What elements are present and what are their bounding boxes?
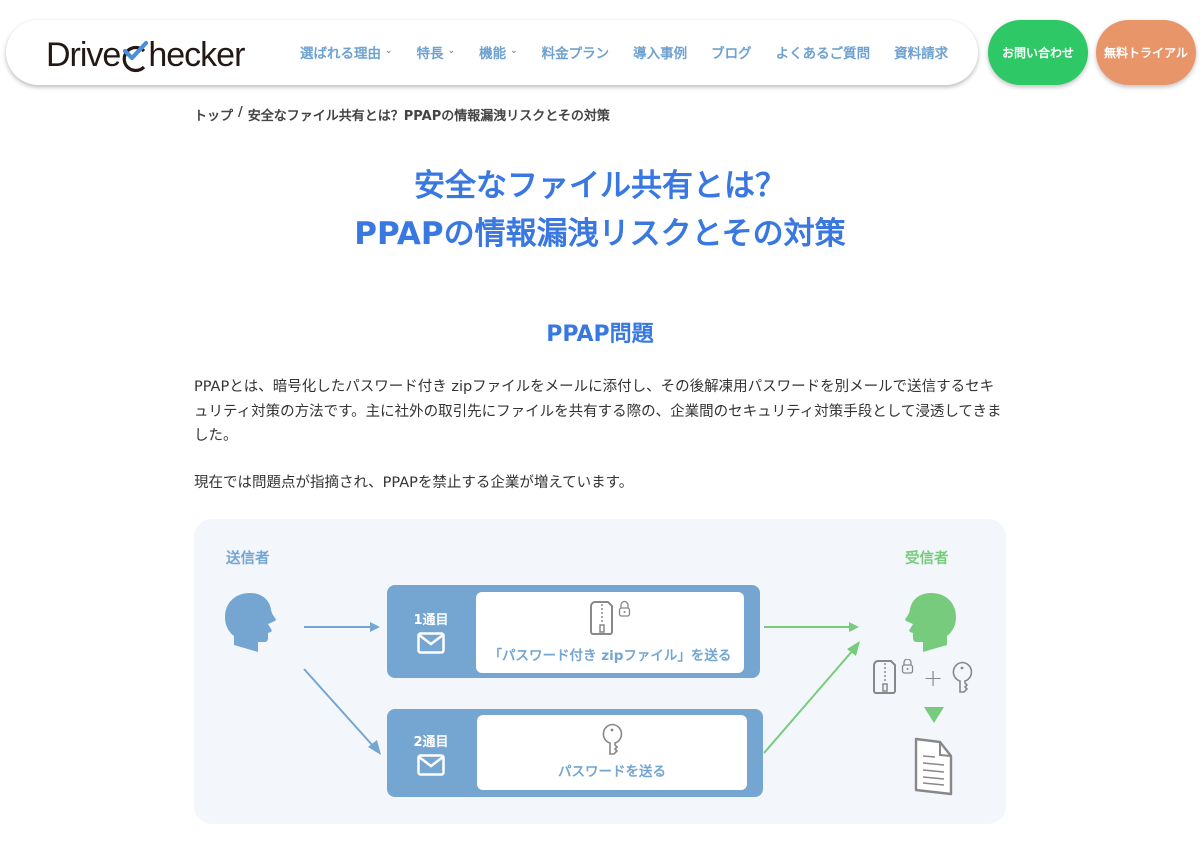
chevron-down-icon: ⌄ — [385, 46, 393, 56]
envelope-icon — [417, 632, 445, 654]
breadcrumb: トップ / 安全なファイル共有とは？PPAPの情報漏洩リスクとその対策 — [194, 105, 610, 124]
ppap-diagram: 送信者 受信者 1通目 — [194, 519, 1006, 824]
nav-label: 機能 — [479, 46, 507, 62]
nav-item-blog[interactable]: ブログ — [711, 42, 752, 62]
mail-1-card: 「パスワード付き zipファイル」を送る — [476, 592, 744, 673]
page-title-line2: PPAPの情報漏洩リスクとその対策 — [354, 216, 846, 252]
nav-label: 資料請求 — [894, 46, 949, 62]
chevron-down-icon: ⌄ — [447, 46, 456, 56]
mail-1-box: 1通目 「パスワード — [387, 585, 760, 678]
arrow-diagonal-up-green-icon — [762, 639, 864, 757]
zip-file-lock-icon — [589, 600, 635, 636]
section-paragraph-1: PPAPとは、暗号化したパスワード付き zipファイルをメールに添付し、その後解… — [194, 379, 1002, 444]
arrow-right-icon — [302, 619, 382, 635]
mail-2-caption: パスワードを送る — [558, 764, 666, 780]
mail-2-number: 2通目 — [413, 734, 449, 750]
receiver-head-icon — [903, 591, 957, 653]
nav-item-features[interactable]: 特長 ⌄ — [417, 42, 456, 62]
page-title-line1: 安全なファイル共有とは？ — [414, 168, 786, 204]
page-title: 安全なファイル共有とは？ PPAPの情報漏洩リスクとその対策 — [0, 162, 1200, 258]
nav-label: 選ばれる理由 — [300, 46, 381, 62]
nav-item-documents[interactable]: 資料請求 — [894, 42, 948, 62]
mail-1-caption: 「パスワード付き zipファイル」を送る — [488, 648, 732, 664]
breadcrumb-current: 安全なファイル共有とは？PPAPの情報漏洩リスクとその対策 — [247, 109, 610, 124]
nav-item-reasons[interactable]: 選ばれる理由 ⌄ — [300, 42, 393, 62]
chevron-down-icon: ⌄ — [510, 46, 518, 56]
nav-label: 料金プラン — [541, 46, 610, 62]
triangle-down-icon — [924, 707, 944, 723]
sender-label: 送信者 — [226, 551, 270, 567]
logo-check-icon — [120, 36, 149, 74]
logo-text-hecker: hecker — [148, 36, 245, 74]
mail-2-box: 2通目 パスワードを送る — [387, 709, 763, 797]
nav-item-faq[interactable]: よくあるご質問 — [776, 42, 871, 62]
nav-item-pricing[interactable]: 料金プラン — [542, 42, 610, 62]
key-icon — [601, 723, 623, 757]
envelope-icon — [417, 753, 445, 776]
nav-label: ブログ — [711, 46, 752, 62]
arrow-diagonal-down-icon — [302, 667, 384, 757]
breadcrumb-home-link[interactable]: トップ — [194, 109, 234, 124]
drivechecker-logo[interactable]: Drive hecker — [46, 34, 245, 74]
contact-button[interactable]: お問い合わせ — [988, 20, 1088, 85]
nav-item-case-studies[interactable]: 導入事例 — [633, 42, 687, 62]
key-icon — [951, 661, 973, 695]
sender-head-icon — [224, 591, 278, 653]
mail-1-side: 1通目 — [387, 585, 475, 678]
breadcrumb-separator: / — [238, 105, 243, 120]
main-nav: 選ばれる理由 ⌄ 特長 ⌄ 機能 ⌄ 料金プラン 導入事例 ブログ よくあるご質… — [300, 42, 972, 62]
mail-2-card: パスワードを送る — [477, 715, 747, 790]
document-icon — [913, 736, 955, 798]
section-paragraph-2: 現在では問題点が指摘され、PPAPを禁止する企業が増えています。 — [194, 475, 634, 491]
section-title: PPAP問題 — [546, 322, 654, 347]
receiver-label: 受信者 — [905, 551, 949, 567]
arrow-right-green-icon — [762, 619, 862, 635]
logo-text-drive: Drive — [46, 36, 121, 74]
mail-2-side: 2通目 — [387, 709, 475, 797]
plus-sign: + — [923, 664, 944, 692]
mail-1-number: 1通目 — [413, 613, 449, 628]
nav-item-functions[interactable]: 機能 ⌄ — [479, 42, 518, 62]
header-nav-bar: Drive hecker 選ばれる理由 ⌄ 特長 ⌄ 機能 ⌄ 料金プラン 導入… — [6, 20, 978, 85]
zip-file-lock-icon — [872, 659, 918, 695]
nav-label: よくあるご質問 — [775, 46, 871, 62]
free-trial-button[interactable]: 無料トライアル — [1096, 20, 1196, 85]
nav-label: 導入事例 — [633, 46, 688, 62]
nav-label: 特長 — [416, 46, 444, 62]
